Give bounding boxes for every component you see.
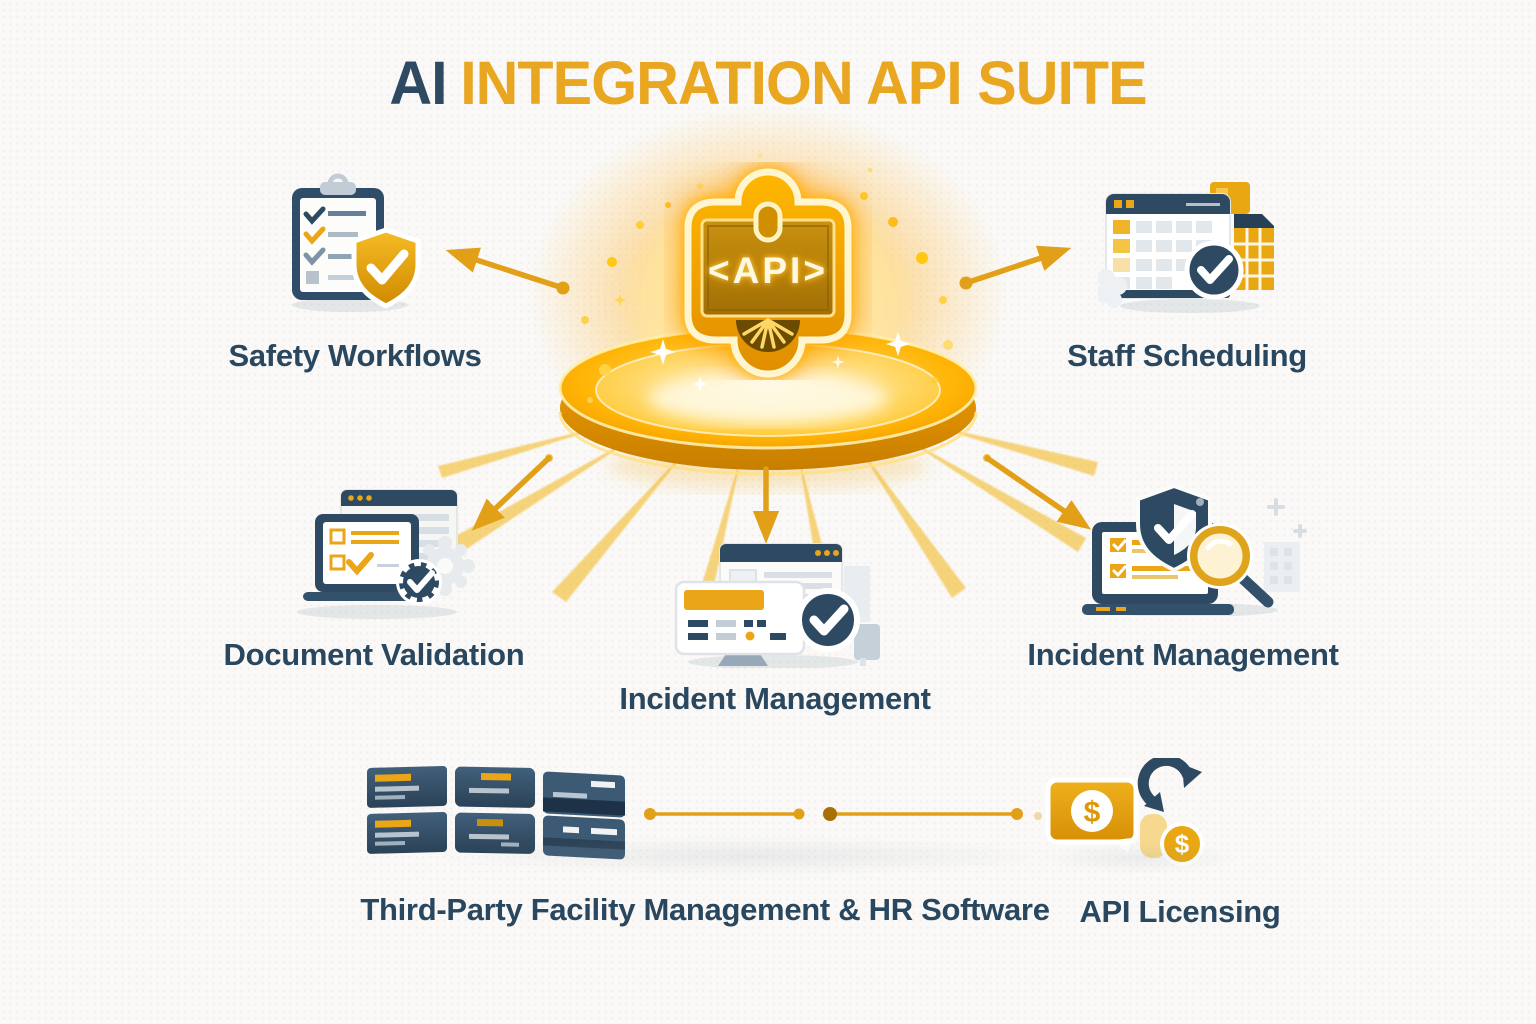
sync-arrows-icon [1137, 754, 1202, 812]
label-api-licensing: API Licensing [1079, 894, 1281, 929]
document-validation-icon-group [285, 486, 490, 621]
title-ai: AI [389, 49, 447, 117]
price-card-icon: $ [1045, 777, 1139, 854]
flower-deco-icon [1095, 269, 1127, 308]
check-circle-icon [796, 588, 860, 652]
dollar-glyph: $ [1084, 796, 1101, 829]
incident-management-center-icon-group [668, 538, 883, 669]
gear-check-badge-icon [396, 559, 442, 605]
arrow-to-safety-workflows [445, 247, 570, 295]
side-cabinet-icon [854, 624, 880, 666]
dollar-glyph: $ [1175, 829, 1190, 859]
server-racks-icon-group [365, 762, 630, 862]
label-incident-management-right: Incident Management [1027, 637, 1339, 672]
label-document-validation: Document Validation [223, 637, 525, 672]
incident-management-right-icon-group [1078, 476, 1313, 617]
arrow-to-document-validation [471, 454, 553, 531]
shield-check-icon [351, 227, 421, 309]
coin-icon: $ [1160, 822, 1204, 866]
building-deco-icon [1264, 498, 1307, 592]
label-third-party-software: Third-Party Facility Management & HR Sof… [360, 892, 1050, 927]
safety-workflows-icon-group [278, 172, 433, 312]
server-rack-icon [367, 765, 625, 860]
laptop-checklist-icon [303, 514, 431, 601]
title-rest: INTEGRATION API SUITE [460, 49, 1147, 117]
label-staff-scheduling: Staff Scheduling [1067, 338, 1307, 373]
api-badge-icon: <API> [664, 162, 872, 380]
magnifier-icon [1187, 523, 1274, 608]
api-badge-label: <API> [708, 250, 828, 291]
golden-platform [558, 326, 978, 490]
connector-line [644, 807, 1042, 821]
arrow-to-incident-management-right [983, 454, 1092, 530]
api-licensing-icon-group: $ $ [1036, 754, 1211, 868]
arrows [445, 245, 1092, 544]
label-safety-workflows: Safety Workflows [228, 338, 482, 373]
check-circle-icon [1184, 240, 1244, 300]
sparkles [581, 153, 953, 403]
label-incident-management-center: Incident Management [619, 681, 931, 716]
dashboard-monitor-icon [674, 580, 806, 666]
staff-scheduling-icon-group [1095, 178, 1283, 313]
arrow-to-staff-scheduling [959, 245, 1072, 290]
